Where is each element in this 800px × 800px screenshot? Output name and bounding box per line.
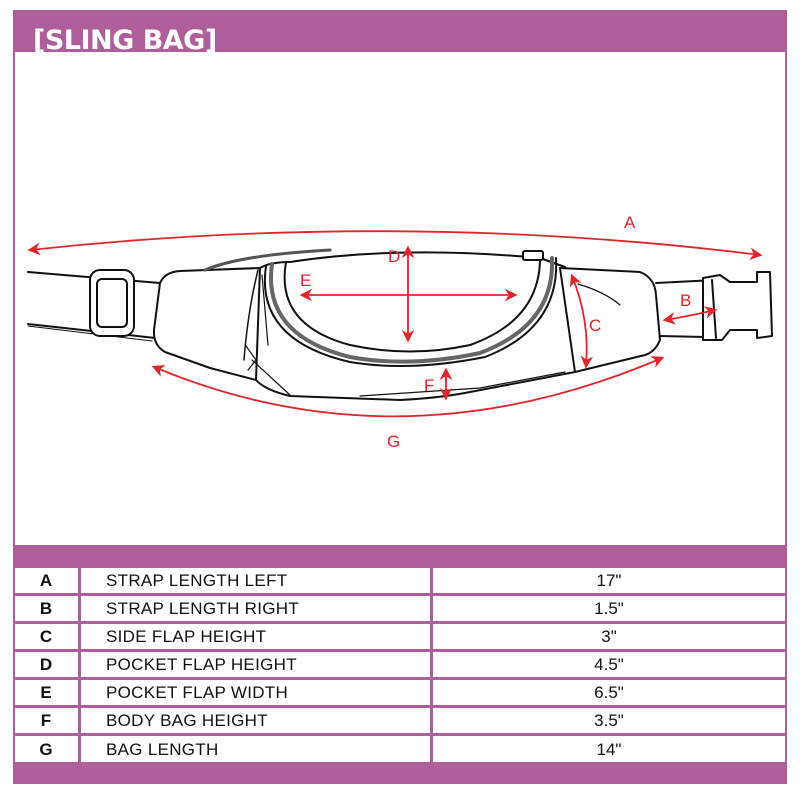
row-label: STRAP LENGTH RIGHT bbox=[106, 598, 300, 618]
table-row: D POCKET FLAP HEIGHT 4.5" bbox=[13, 649, 787, 677]
arrow-a bbox=[27, 230, 763, 261]
label-g: G bbox=[387, 432, 400, 451]
table-row: F BODY BAG HEIGHT 3.5" bbox=[13, 705, 787, 733]
row-value: 3" bbox=[601, 626, 617, 646]
arrow-g bbox=[151, 356, 665, 418]
page-title: [SLING BAG] bbox=[33, 25, 217, 56]
measurement-labels: A B C D E F G bbox=[300, 213, 691, 451]
title-bar: [SLING BAG] bbox=[13, 10, 787, 56]
measurement-arrows bbox=[27, 230, 763, 418]
bag-outline bbox=[27, 248, 773, 401]
row-value: 1.5" bbox=[594, 598, 624, 618]
label-b: B bbox=[680, 291, 691, 310]
row-value: 6.5" bbox=[594, 682, 624, 702]
label-f: F bbox=[424, 376, 434, 395]
table-footer-band bbox=[13, 762, 787, 784]
label-e: E bbox=[300, 271, 311, 290]
table-row: E POCKET FLAP WIDTH 6.5" bbox=[13, 677, 787, 705]
row-label: SIDE FLAP HEIGHT bbox=[106, 626, 267, 646]
row-label: POCKET FLAP WIDTH bbox=[106, 682, 289, 702]
row-label: BAG LENGTH bbox=[106, 739, 219, 759]
row-value: 17" bbox=[596, 570, 622, 590]
column-divider bbox=[78, 565, 81, 763]
row-key: B bbox=[39, 598, 53, 618]
row-key: C bbox=[39, 626, 53, 646]
label-a: A bbox=[624, 213, 636, 232]
row-label: BODY BAG HEIGHT bbox=[106, 710, 268, 730]
row-value: 3.5" bbox=[594, 710, 624, 730]
column-divider bbox=[430, 565, 433, 763]
row-value: 4.5" bbox=[594, 654, 624, 674]
table-row: B STRAP LENGTH RIGHT 1.5" bbox=[13, 593, 787, 621]
label-d: D bbox=[388, 247, 400, 266]
arrow-b bbox=[662, 306, 718, 325]
side-release-buckle-icon bbox=[702, 271, 773, 341]
label-c: C bbox=[589, 316, 601, 335]
sling-bag-diagram: A B C D E F G bbox=[27, 213, 773, 451]
row-key: E bbox=[40, 682, 52, 702]
row-label: STRAP LENGTH LEFT bbox=[106, 570, 288, 590]
row-key: G bbox=[39, 739, 53, 759]
table-row: G BAG LENGTH 14" bbox=[13, 733, 787, 763]
row-label: POCKET FLAP HEIGHT bbox=[106, 654, 297, 674]
table-header-band bbox=[13, 545, 787, 567]
zipper-pull-icon bbox=[522, 250, 544, 261]
table-row: C SIDE FLAP HEIGHT 3" bbox=[13, 621, 787, 649]
row-key: F bbox=[40, 710, 52, 730]
strap-slider-icon bbox=[89, 269, 135, 337]
row-key: D bbox=[39, 654, 53, 674]
table-row: A STRAP LENGTH LEFT 17" bbox=[13, 565, 787, 593]
row-key: A bbox=[39, 570, 53, 590]
row-value: 14" bbox=[596, 739, 622, 759]
